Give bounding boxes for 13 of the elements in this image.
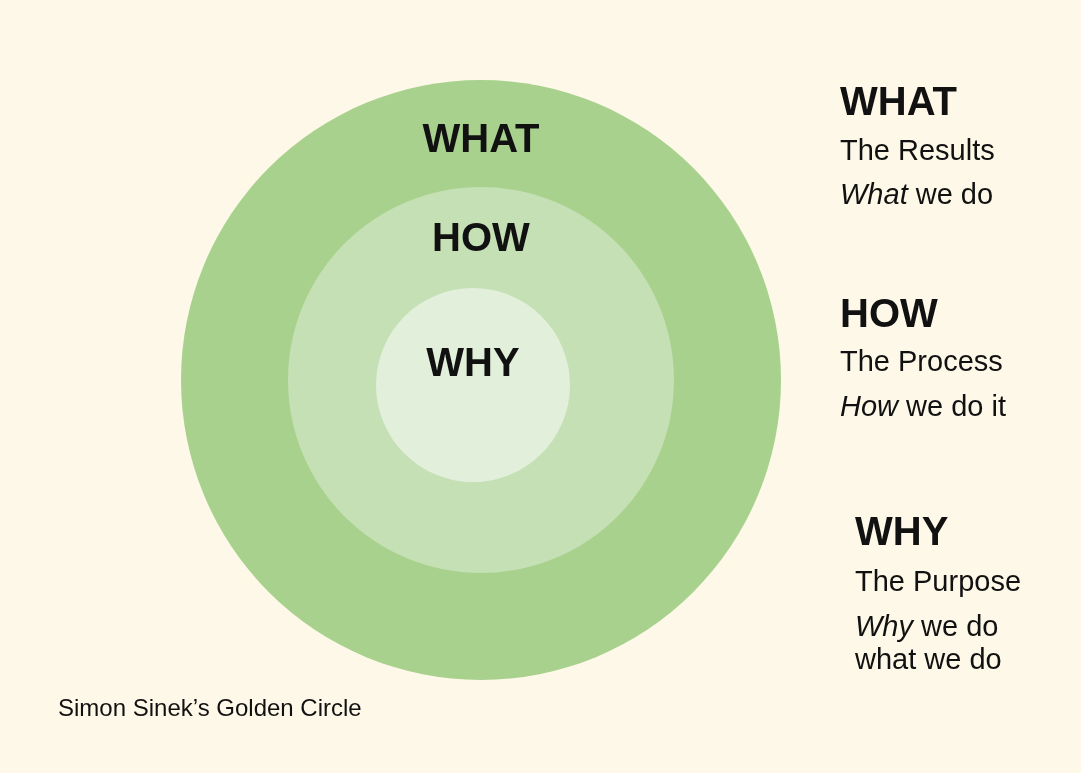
heading: WHAT	[840, 78, 957, 124]
description-text: The Process	[840, 345, 1003, 379]
circle-label: WHAT	[421, 118, 541, 158]
circle-label: HOW	[431, 217, 531, 257]
description-text: The Results	[840, 134, 995, 168]
description-text: Why we do what we do	[855, 610, 1003, 677]
description-text: What we do	[840, 178, 994, 212]
caption: Simon Sinek’s Golden Circle	[58, 694, 362, 722]
circle-label: WHY	[425, 342, 521, 382]
heading: HOW	[840, 290, 938, 336]
description-text: How we do it	[840, 390, 1006, 424]
heading: WHY	[855, 508, 949, 554]
description-text: The Purpose	[855, 565, 1022, 599]
